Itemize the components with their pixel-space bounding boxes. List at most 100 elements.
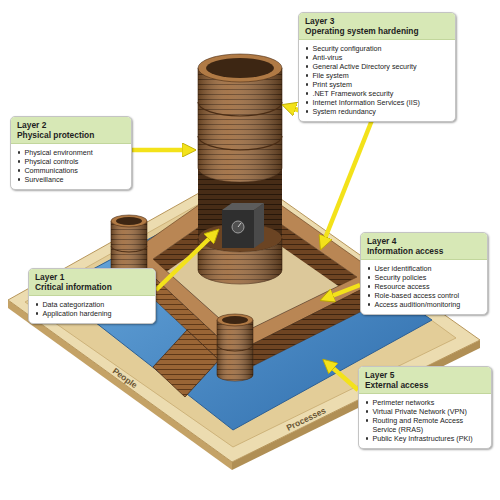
layer-number: Layer 5 [365, 370, 485, 380]
bullet-item: Access audition/monitoring [368, 300, 481, 309]
tower-band [198, 102, 282, 116]
tower-shade [198, 238, 282, 284]
leader-arrow [156, 232, 216, 290]
layer-number: Layer 3 [305, 16, 449, 26]
layer-title: Information access [367, 246, 481, 256]
leader-arrow [324, 285, 360, 299]
layer-title: Operating system hardening [305, 26, 449, 36]
list-item-text: Physical controls [24, 157, 125, 166]
bullet-item: Routing and Remote Access Service (RRAS) [366, 416, 485, 434]
list-item-text: Virtual Private Network (VPN) [372, 407, 485, 416]
tower-band [366, 270, 402, 276]
bullet-dot [306, 74, 308, 76]
bullet-dot [368, 276, 370, 278]
bullet-dot [306, 65, 308, 67]
box-body: User identificationSecurity policiesReso… [361, 260, 487, 314]
layer-number: Layer 1 [35, 272, 149, 282]
list-item-text: Resource access [374, 282, 481, 291]
corner-tower [217, 320, 253, 381]
bullet-item: Physical controls [18, 157, 125, 166]
base-label: People [111, 366, 139, 390]
bullet-item: Role-based access control [368, 291, 481, 300]
bullet-item: Print system [306, 80, 449, 89]
list-item-text: Communications [24, 166, 125, 175]
safe-top [222, 203, 264, 210]
tower-band [111, 246, 147, 252]
box-header: Layer 1Critical information [29, 269, 155, 296]
bullet-item: Public Key Infrastructures (PKI) [366, 434, 485, 443]
tower-band [217, 345, 253, 351]
bullet-dot [18, 151, 20, 153]
list-item-text: .NET Framework security [312, 89, 449, 98]
layer-callout-box: Layer 1Critical informationData categori… [28, 268, 156, 324]
box-body: Physical environmentPhysical controlsCom… [11, 144, 131, 189]
tower-hollow [116, 217, 142, 225]
list-item-text: Security configuration [312, 44, 449, 53]
list-item-text: System redundancy [312, 107, 449, 116]
bullet-item: User identification [368, 264, 481, 273]
bullet-dot [18, 178, 20, 180]
tower-hollow [206, 58, 274, 78]
bullet-dot [36, 312, 38, 314]
box-header: Layer 4Information access [361, 233, 487, 260]
safe-dial-needle [238, 223, 241, 227]
list-item-text: Anti-virus [312, 53, 449, 62]
list-item-text: General Active Directory security [312, 62, 449, 71]
tower-shade [217, 320, 253, 381]
list-item-text: User identification [374, 264, 481, 273]
bullet-dot [366, 401, 368, 403]
layer-callout-box: Layer 5External accessPerimeter networks… [358, 366, 492, 449]
list-item-text: Print system [312, 80, 449, 89]
safe-front [222, 210, 254, 248]
box-header: Layer 3Operating system hardening [299, 13, 455, 40]
drawbridge [153, 330, 219, 397]
bullet-item: Perimeter networks [366, 398, 485, 407]
bullet-item: Communications [18, 166, 125, 175]
tower-shade [198, 68, 282, 182]
bullet-dot [306, 83, 308, 85]
list-item-text: Routing and Remote Access Service (RRAS) [372, 416, 485, 434]
bullet-item: Security configuration [306, 44, 449, 53]
box-header: Layer 5External access [359, 367, 491, 394]
bullet-dot [368, 294, 370, 296]
tower-top [198, 54, 282, 82]
list-item-text: Public Key Infrastructures (PKI) [372, 434, 485, 443]
list-item-text: Internet Information Services (IIS) [312, 98, 449, 107]
plate-inner [25, 181, 456, 447]
safe-side [254, 203, 264, 248]
tower-top [217, 314, 253, 326]
layer-callout-box: Layer 3Operating system hardeningSecurit… [298, 12, 456, 122]
layer-title: Physical protection [17, 130, 125, 140]
bullet-dot [368, 303, 370, 305]
bullet-item: Internet Information Services (IIS) [306, 98, 449, 107]
leader-arrow [132, 148, 192, 153]
bullet-dot [18, 160, 20, 162]
bullet-item: Anti-virus [306, 53, 449, 62]
box-body: Data categorizationApplication hardening [29, 296, 155, 323]
box-header: Layer 2Physical protection [11, 117, 131, 144]
bullet-dot [368, 267, 370, 269]
leader-arrow [326, 362, 358, 390]
bullet-item: Physical environment [18, 148, 125, 157]
list-item-text: Access audition/monitoring [374, 300, 481, 309]
bullet-dot [306, 110, 308, 112]
bullet-dot [366, 419, 368, 421]
layer-title: External access [365, 380, 485, 390]
bullet-item: File system [306, 71, 449, 80]
tower-top [111, 215, 147, 227]
layer-number: Layer 4 [367, 236, 481, 246]
layer-callout-box: Layer 4Information accessUser identifica… [360, 232, 488, 315]
bullet-dot [36, 303, 38, 305]
layer-title: Critical information [35, 282, 149, 292]
bullet-item: Surveillance [18, 175, 125, 184]
layer-number: Layer 2 [17, 120, 125, 130]
moat-water [54, 190, 432, 430]
bullet-item: General Active Directory security [306, 62, 449, 71]
bullet-dot [306, 47, 308, 49]
bullet-dot [306, 56, 308, 58]
